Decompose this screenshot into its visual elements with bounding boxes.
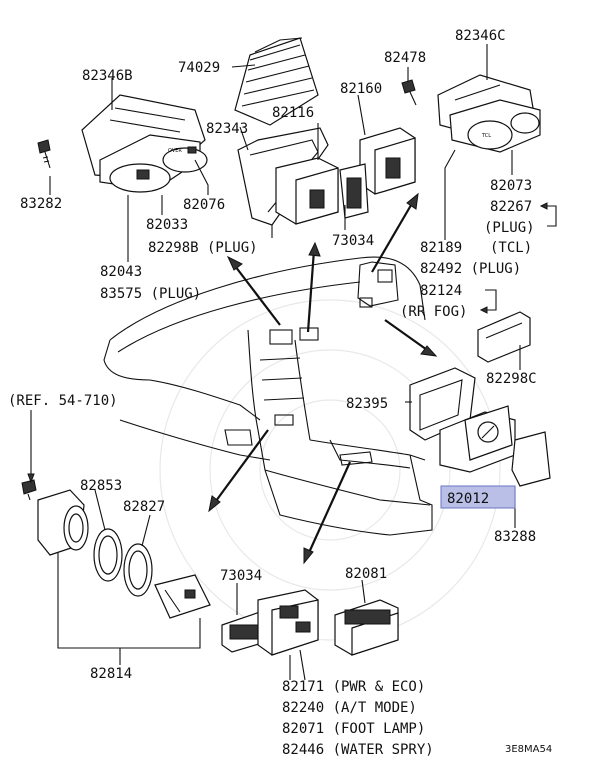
leader-lines: [30, 44, 557, 681]
label-73034-top: 73034: [332, 233, 374, 249]
bracket-82814: [57, 553, 201, 665]
diagram-code: 3E8MA54: [505, 744, 552, 755]
label-82076: 82076: [183, 197, 225, 213]
bezel-73034-top: [339, 163, 369, 219]
label-82827: 82827: [123, 499, 165, 515]
connector-ref-54-710: [21, 479, 37, 501]
label-82492-plug: 82492 (PLUG): [420, 261, 521, 277]
label-82043: 82043: [100, 264, 142, 280]
label-82116: 82116: [272, 105, 314, 121]
watermark: [159, 299, 501, 641]
lighter-plug: [154, 574, 211, 619]
label-82081: 82081: [345, 566, 387, 582]
label-83288: 83288: [494, 529, 536, 545]
label-82171: 82171 (PWR & ECO): [282, 679, 425, 695]
bezel-74029: [234, 37, 319, 126]
lighter-socket-82853: [37, 489, 89, 556]
switch-panel-82346B: OVER: [81, 94, 208, 193]
pointer-arrows: [208, 192, 438, 565]
ring-82853: [93, 528, 123, 582]
label-ref-54-710: (REF. 54-710): [8, 393, 118, 409]
label-82189: 82189: [420, 240, 462, 256]
label-82346B: 82346B: [82, 68, 133, 84]
ring-82827: [123, 543, 153, 597]
label-82012: 82012: [447, 491, 489, 507]
label-74029: 74029: [178, 60, 220, 76]
label-83575-plug: 83575 (PLUG): [100, 286, 201, 302]
screw-83282: [37, 139, 51, 169]
label-82814: 82814: [90, 666, 132, 682]
dashboard-outline: [103, 256, 433, 536]
label-82124-rr-fog: (RR FOG): [400, 304, 467, 320]
label-82267: 82267: [490, 199, 532, 215]
label-82124: 82124: [420, 283, 462, 299]
label-82446: 82446 (WATER SPRY): [282, 742, 434, 758]
label-82160: 82160: [340, 81, 382, 97]
tcl-mark: TCL: [481, 133, 491, 139]
label-83282: 83282: [20, 196, 62, 212]
label-82346C: 82346C: [455, 28, 506, 44]
small-arrowheads: [27, 202, 548, 484]
screw-82478: [401, 79, 417, 106]
switch-82171: [257, 589, 319, 656]
switch-82116: [275, 157, 339, 225]
label-82395: 82395: [346, 396, 388, 412]
switch-82081: [334, 599, 399, 656]
label-82071: 82071 (FOOT LAMP): [282, 721, 425, 737]
label-82073: 82073: [490, 178, 532, 194]
label-82298B-plug: 82298B (PLUG): [148, 240, 258, 256]
label-82267-tcl: (TCL): [490, 240, 532, 256]
label-82853: 82853: [80, 478, 122, 494]
label-82298C: 82298C: [486, 371, 537, 387]
labels: 74029 82478 82346C 82346B 82160 82116 82…: [8, 28, 552, 758]
cover-83288: [511, 431, 551, 487]
label-73034-bottom: 73034: [220, 568, 262, 584]
highlight-82012: [440, 485, 516, 509]
switch-82346C: TCL: [437, 74, 541, 153]
label-82033: 82033: [146, 217, 188, 233]
label-82478: 82478: [384, 50, 426, 66]
plug-82298C: [477, 311, 531, 363]
label-82267-plug: (PLUG): [484, 220, 535, 236]
label-82343: 82343: [206, 121, 248, 137]
switch-82012: [439, 405, 516, 473]
label-82240: 82240 (A/T MODE): [282, 700, 417, 716]
switch-82160: [359, 127, 416, 195]
hazard-mark: OVER: [168, 148, 182, 154]
